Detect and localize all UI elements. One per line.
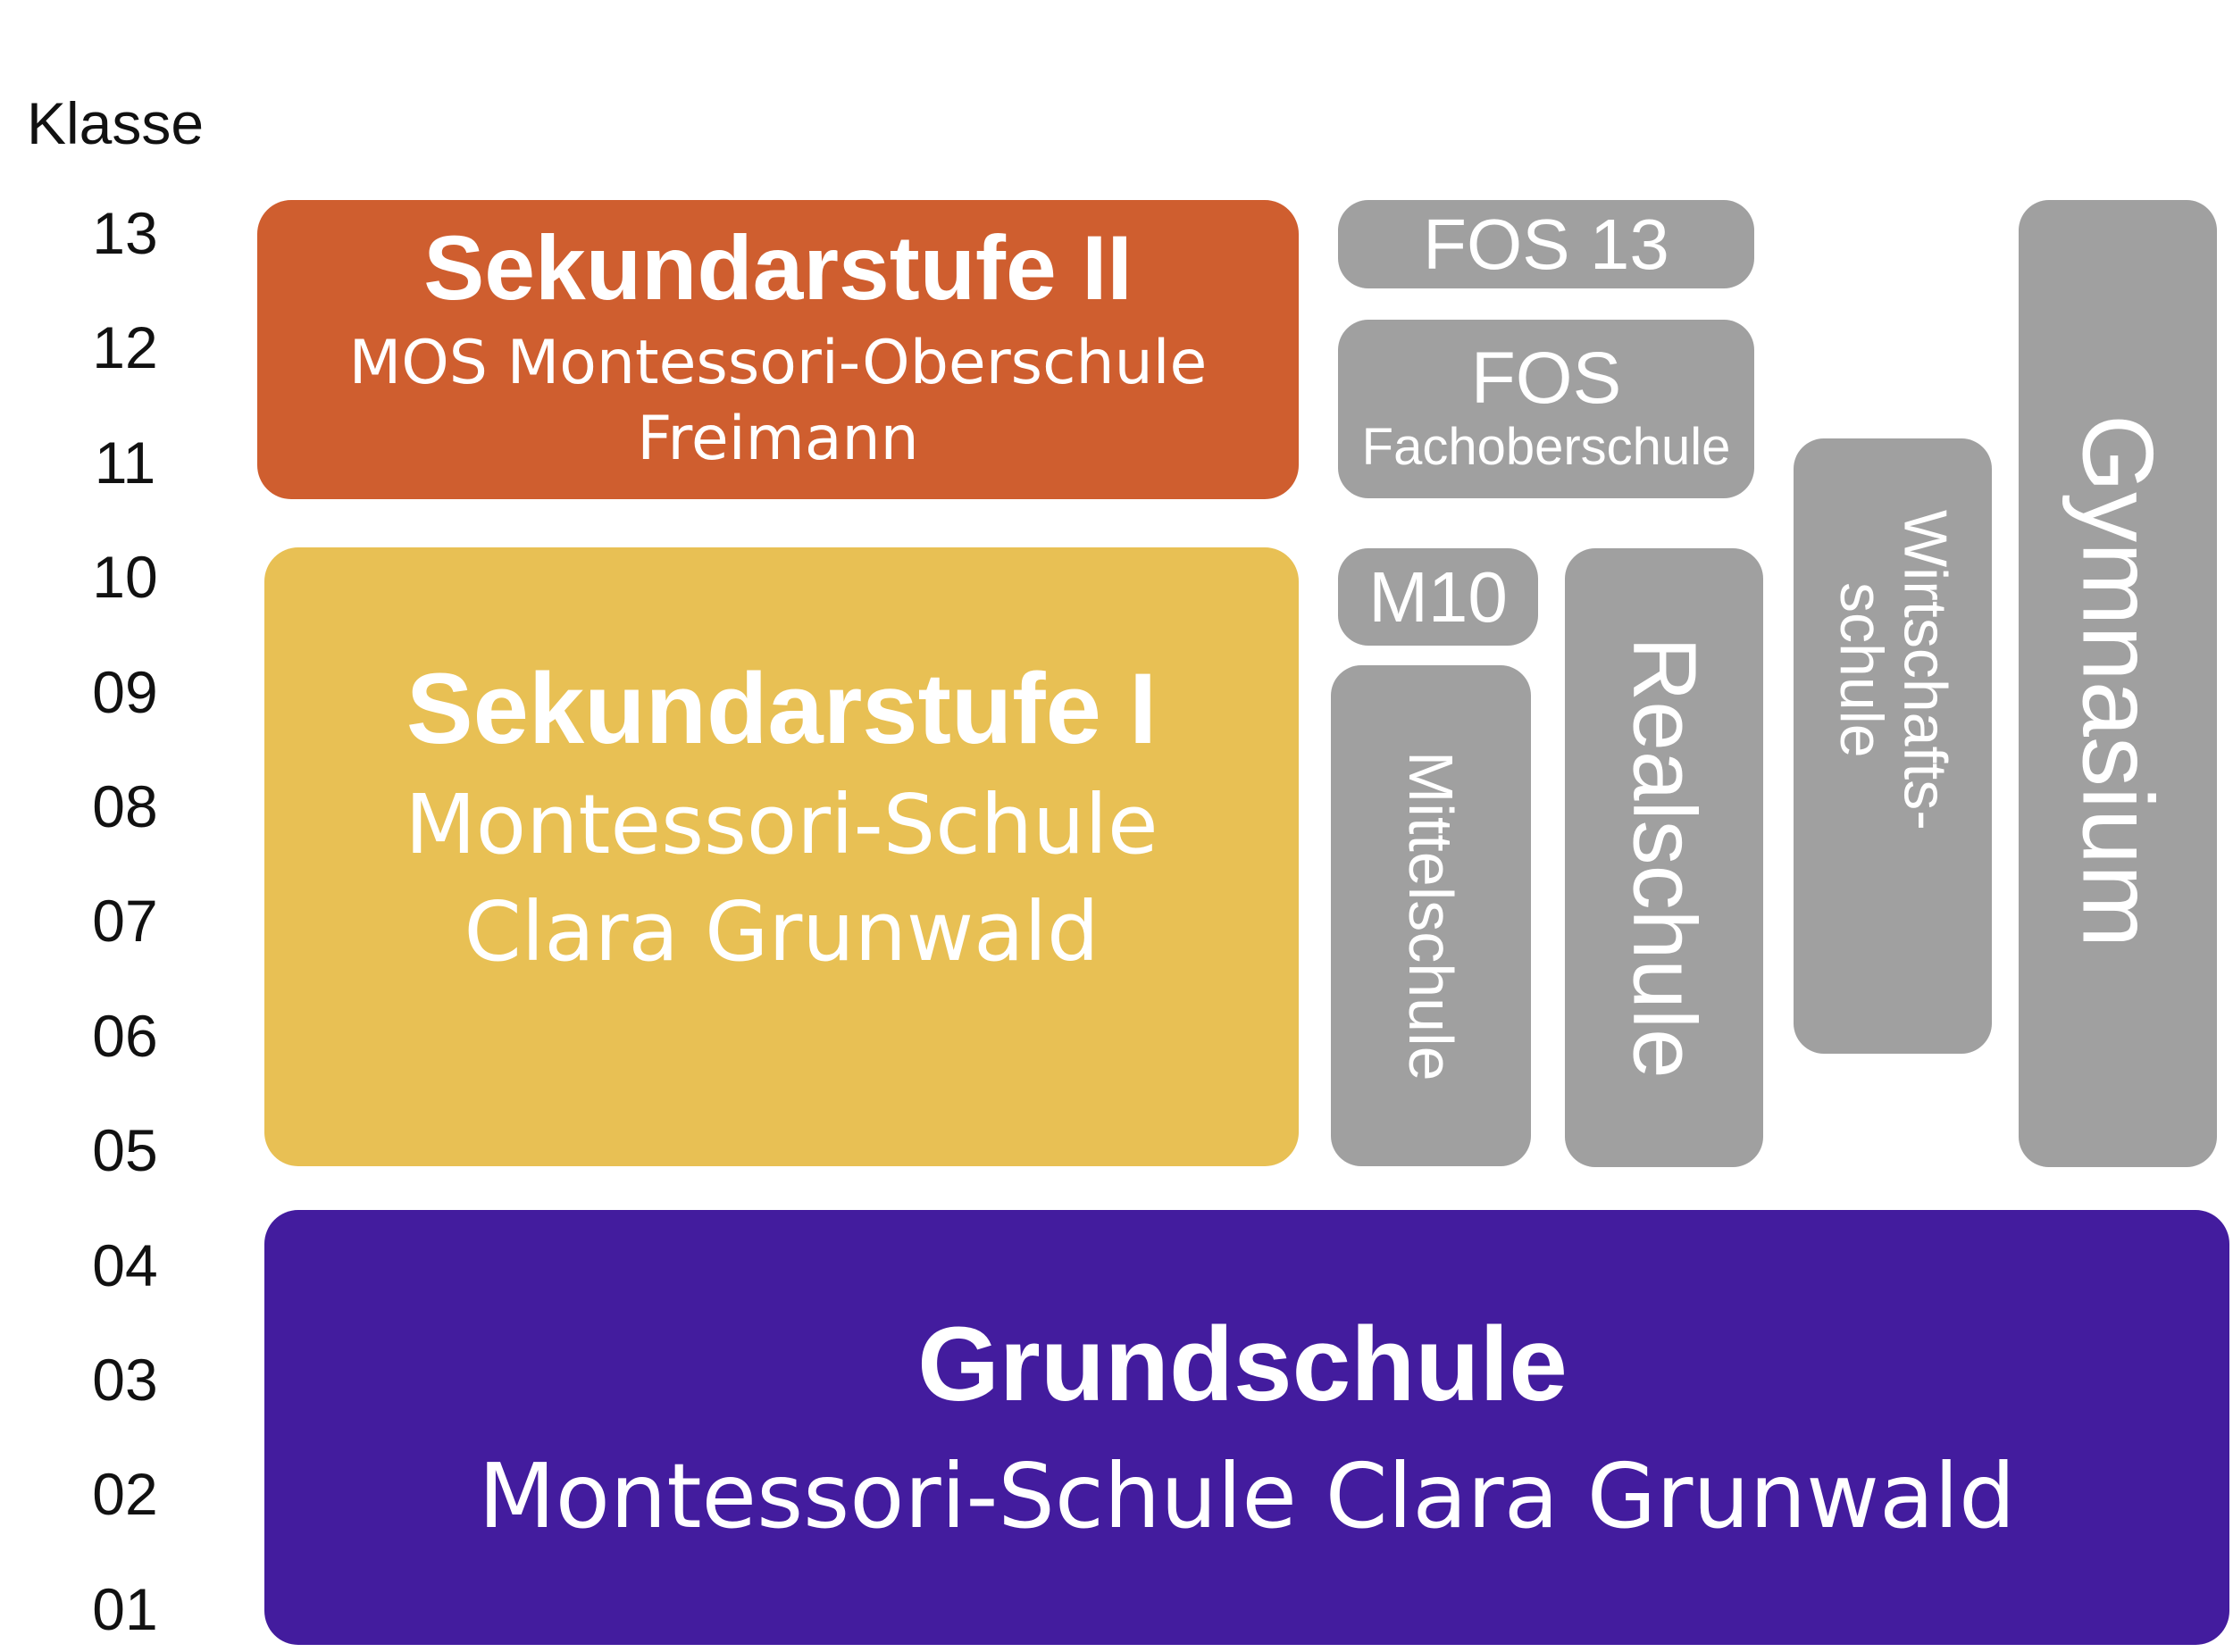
mittelschule-box: Mittelschule bbox=[1331, 665, 1531, 1166]
grundschule-title: Grundschule bbox=[917, 1305, 1568, 1423]
wirtschaftsschule-line1: Wirtschafts- bbox=[1891, 510, 1960, 830]
grade-label-09: 09 bbox=[92, 659, 158, 725]
fos-box: FOS Fachoberschule bbox=[1338, 320, 1754, 498]
gymnasium-box: Gymnasium bbox=[2019, 200, 2217, 1167]
sekundarstufe-1-school-line2: Clara Grunwald bbox=[464, 883, 1100, 980]
realschule-box: Realschule bbox=[1565, 548, 1763, 1167]
grade-label-05: 05 bbox=[92, 1117, 158, 1183]
m10-label: M10 bbox=[1368, 556, 1508, 637]
grade-label-02: 02 bbox=[92, 1461, 158, 1527]
sekundarstufe-1-box: Sekundarstufe I Montessori-Schule Clara … bbox=[264, 547, 1299, 1166]
grade-label-04: 04 bbox=[92, 1232, 158, 1298]
wirtschaftsschule-line2: schule bbox=[1827, 582, 1895, 758]
gymnasium-label: Gymnasium bbox=[2062, 414, 2174, 948]
fos-subtitle: Fachoberschule bbox=[1361, 418, 1731, 477]
realschule-label: Realschule bbox=[1614, 637, 1715, 1079]
grade-label-07: 07 bbox=[92, 888, 158, 954]
axis-title: Klasse bbox=[27, 90, 205, 156]
mittelschule-label: Mittelschule bbox=[1396, 750, 1466, 1081]
wirtschaftsschule-box: Wirtschafts- schule bbox=[1794, 438, 1992, 1054]
grade-label-08: 08 bbox=[92, 773, 158, 839]
sekundarstufe-2-box: Sekundarstufe II MOS Montessori-Oberschu… bbox=[257, 200, 1299, 499]
fos13-label: FOS 13 bbox=[1423, 204, 1669, 284]
grade-label-06: 06 bbox=[92, 1003, 158, 1069]
fos13-box: FOS 13 bbox=[1338, 200, 1754, 288]
sekundarstufe-2-school-line2: Freimann bbox=[637, 404, 919, 475]
grundschule-box: Grundschule Montessori-Schule Clara Grun… bbox=[264, 1210, 2229, 1645]
fos-title: FOS bbox=[1470, 338, 1622, 420]
grundschule-school-line1: Montessori-Schule Clara Grunwald bbox=[478, 1444, 2016, 1549]
sekundarstufe-1-title: Sekundarstufe I bbox=[406, 652, 1158, 764]
grade-label-03: 03 bbox=[92, 1347, 158, 1413]
sekundarstufe-2-title: Sekundarstufe II bbox=[423, 217, 1133, 320]
grade-label-11: 11 bbox=[94, 430, 156, 496]
grade-label-10: 10 bbox=[92, 544, 158, 610]
m10-box: M10 bbox=[1338, 548, 1538, 646]
grade-label-12: 12 bbox=[92, 314, 158, 380]
wirtschaftsschule-label: Wirtschafts- schule bbox=[1827, 510, 1960, 830]
sekundarstufe-2-school-line1: MOS Montessori-Oberschule bbox=[348, 327, 1208, 398]
sekundarstufe-1-school-line1: Montessori-Schule bbox=[405, 776, 1158, 872]
grade-label-01: 01 bbox=[92, 1576, 158, 1642]
grade-label-13: 13 bbox=[92, 200, 158, 266]
